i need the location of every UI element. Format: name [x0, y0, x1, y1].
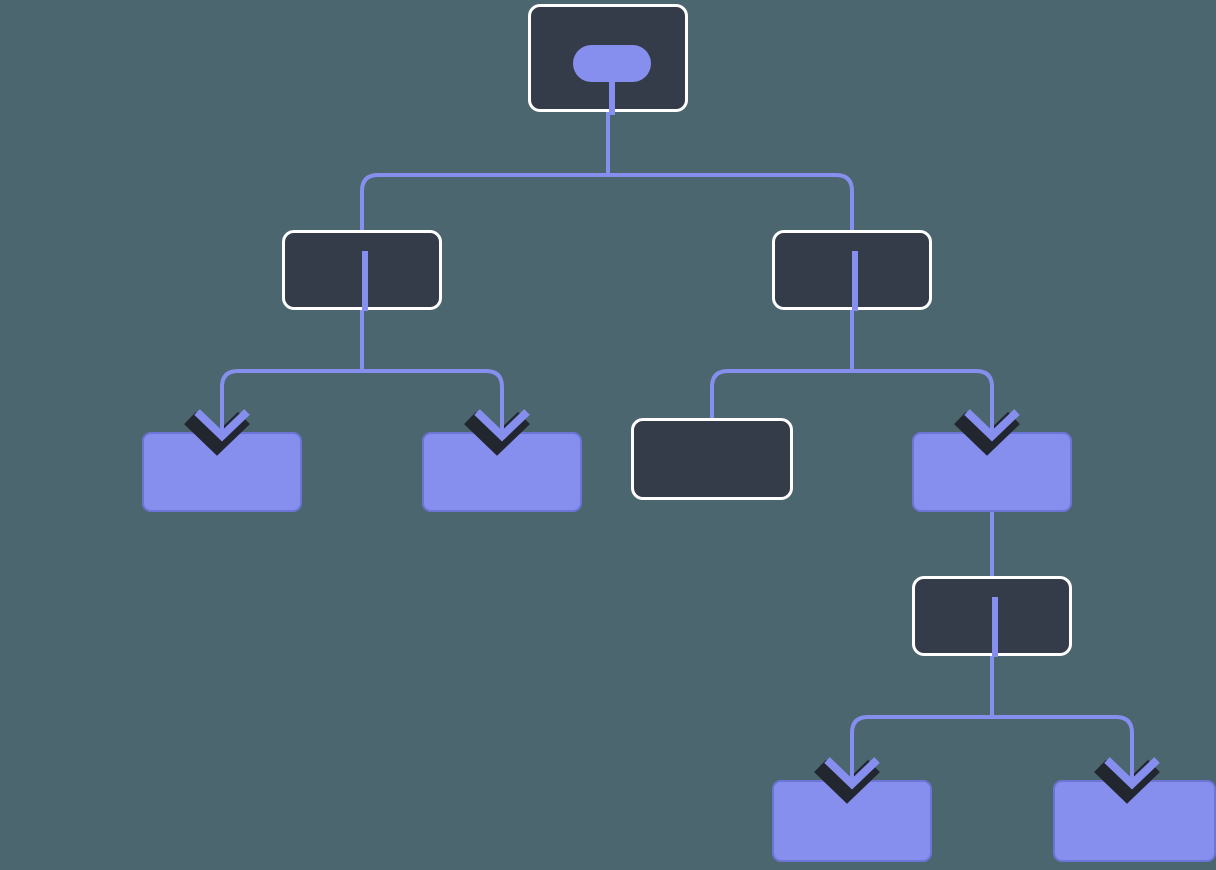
- level2-accent-branch-node[interactable]: [912, 432, 1072, 512]
- level3-dark-node[interactable]: [912, 576, 1072, 657]
- node-bar-indicator: [362, 251, 368, 311]
- root-node[interactable]: [528, 4, 688, 115]
- node-bar-indicator: [992, 597, 998, 657]
- node-pill-indicator: [573, 45, 651, 82]
- level2-leaf-one[interactable]: [142, 432, 302, 512]
- level2-dark-node[interactable]: [631, 418, 793, 500]
- node-stem-indicator: [609, 77, 615, 115]
- node-bar-indicator: [852, 251, 858, 311]
- level2-leaf-two[interactable]: [422, 432, 582, 512]
- level4-leaf-one[interactable]: [772, 780, 932, 862]
- level1-left-node[interactable]: [282, 230, 442, 311]
- level1-right-node[interactable]: [772, 230, 932, 311]
- level4-leaf-two[interactable]: [1053, 780, 1216, 862]
